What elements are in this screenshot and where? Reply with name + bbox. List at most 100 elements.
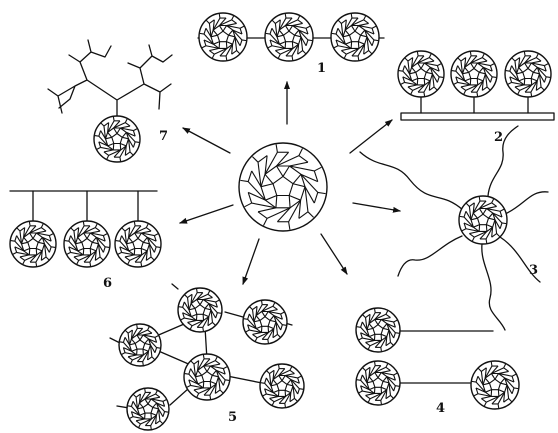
network-link bbox=[225, 312, 243, 317]
star-arm bbox=[482, 244, 505, 330]
bond bbox=[203, 355, 204, 359]
fullerene-1c bbox=[331, 13, 379, 61]
fullerene-4c bbox=[471, 361, 519, 409]
bond bbox=[395, 386, 399, 387]
fullerene-outline bbox=[239, 143, 327, 231]
bond bbox=[116, 241, 120, 242]
bond bbox=[120, 342, 124, 343]
bond bbox=[225, 380, 229, 381]
bond bbox=[285, 14, 286, 18]
label-3: 3 bbox=[529, 263, 538, 278]
bond bbox=[375, 309, 376, 313]
bond bbox=[266, 33, 270, 34]
bond bbox=[460, 216, 464, 217]
bond bbox=[279, 365, 280, 369]
bond bbox=[51, 247, 55, 248]
bond bbox=[261, 383, 265, 384]
bond bbox=[439, 77, 443, 78]
bond bbox=[374, 40, 378, 41]
bond bbox=[83, 222, 84, 226]
bond bbox=[179, 307, 183, 308]
fullerene-2a bbox=[398, 51, 444, 97]
bond bbox=[65, 241, 69, 242]
arrow-to-7 bbox=[183, 128, 230, 153]
label-4: 4 bbox=[436, 401, 445, 416]
arrow-to-3 bbox=[353, 203, 400, 211]
dendron-branches bbox=[48, 40, 172, 118]
label-2: 2 bbox=[494, 130, 503, 145]
bond bbox=[399, 71, 403, 72]
fullerene-5a bbox=[178, 288, 222, 332]
bond bbox=[262, 301, 263, 305]
bond bbox=[381, 347, 382, 351]
label-6: 6 bbox=[103, 276, 112, 291]
central-fullerene bbox=[239, 143, 327, 231]
bond bbox=[357, 380, 361, 381]
bond bbox=[197, 289, 198, 293]
star-arm bbox=[360, 152, 463, 210]
bond bbox=[506, 71, 510, 72]
bond bbox=[285, 403, 286, 407]
bond bbox=[524, 52, 525, 56]
bond bbox=[502, 223, 506, 224]
fullerene-1a bbox=[199, 13, 247, 61]
bond bbox=[137, 325, 138, 329]
fullerene-1b bbox=[265, 13, 313, 61]
bond bbox=[203, 327, 204, 331]
star-arm bbox=[398, 236, 462, 276]
bond bbox=[268, 339, 269, 343]
fullerene-5d bbox=[184, 354, 230, 400]
bond bbox=[36, 262, 37, 266]
bond bbox=[546, 77, 550, 78]
bond bbox=[477, 92, 478, 96]
bond bbox=[357, 327, 361, 328]
bond bbox=[332, 33, 336, 34]
bond bbox=[226, 56, 227, 60]
bond bbox=[395, 333, 399, 334]
fullerene-7 bbox=[94, 116, 140, 162]
bond bbox=[165, 412, 169, 413]
fullerene-2b bbox=[451, 51, 497, 97]
bond bbox=[358, 56, 359, 60]
fullerene-molecules bbox=[10, 13, 551, 430]
bond bbox=[498, 404, 499, 408]
bond bbox=[217, 313, 221, 314]
bond bbox=[141, 262, 142, 266]
fullerene-5f bbox=[127, 388, 169, 430]
arrow-to-4 bbox=[321, 234, 347, 274]
label-5: 5 bbox=[228, 410, 237, 425]
fullerene-5b bbox=[243, 300, 287, 344]
bond bbox=[151, 426, 152, 430]
bond bbox=[29, 222, 30, 226]
derivative-labels: 1 2 3 4 5 6 7 bbox=[103, 61, 538, 425]
substrate-bar bbox=[401, 113, 554, 120]
fullerene-5e bbox=[260, 364, 304, 408]
bond bbox=[242, 40, 246, 41]
fullerene-5c bbox=[119, 324, 161, 366]
bond bbox=[143, 362, 144, 366]
bond bbox=[472, 381, 476, 382]
bond bbox=[200, 33, 204, 34]
bond bbox=[381, 400, 382, 404]
bond bbox=[135, 142, 139, 143]
arrow-to-5 bbox=[243, 239, 259, 284]
bond bbox=[299, 389, 303, 390]
bond bbox=[351, 14, 352, 18]
label-1: 1 bbox=[317, 61, 326, 76]
fullerene-4a bbox=[356, 308, 400, 352]
fullerene-6c bbox=[115, 221, 161, 267]
bond bbox=[486, 239, 487, 243]
bond bbox=[157, 348, 161, 349]
bond bbox=[531, 92, 532, 96]
bond bbox=[492, 77, 496, 78]
fullerene-4b bbox=[356, 361, 400, 405]
bond bbox=[156, 247, 160, 248]
bond bbox=[424, 92, 425, 96]
bond bbox=[514, 388, 518, 389]
bond bbox=[452, 71, 456, 72]
bond bbox=[479, 197, 480, 201]
bond bbox=[491, 362, 492, 366]
fullerene-2c bbox=[505, 51, 551, 97]
